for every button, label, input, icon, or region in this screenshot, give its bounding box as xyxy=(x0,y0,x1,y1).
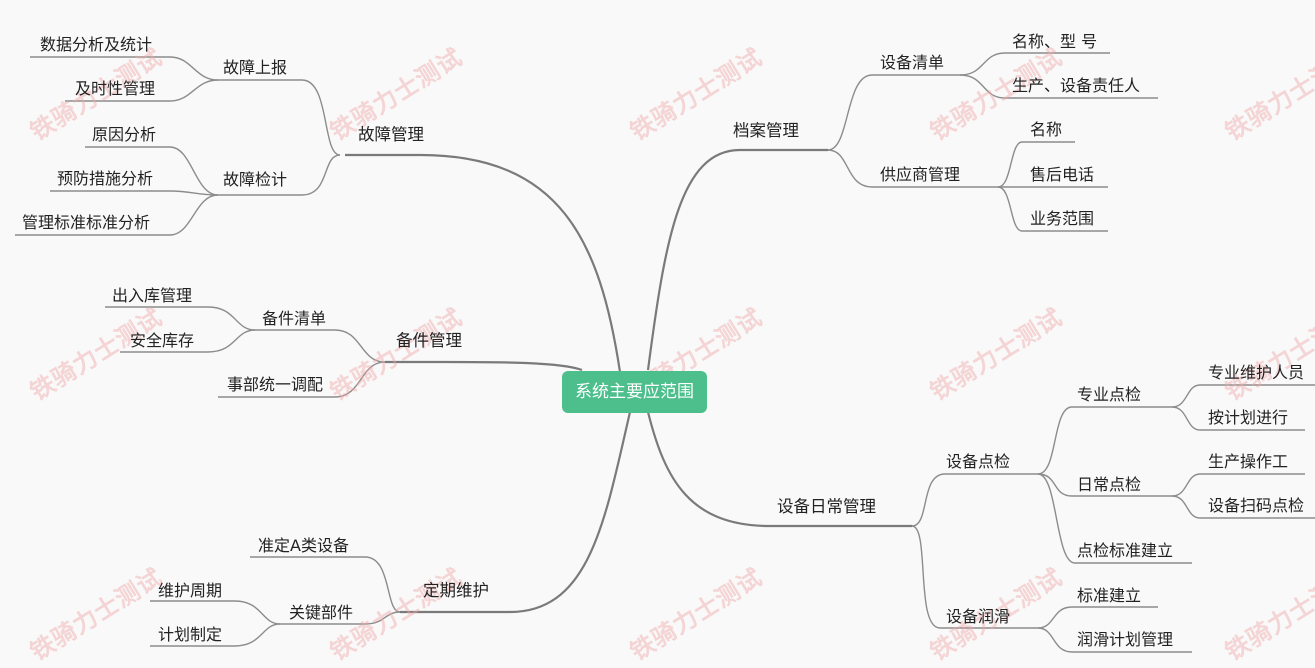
node-inspection-standard[interactable]: 点检标准建立 xyxy=(1077,541,1174,560)
node-timeliness[interactable]: 及时性管理 xyxy=(75,79,156,98)
node-maintenance-staff[interactable]: 专业维护人员 xyxy=(1208,363,1305,382)
node-periodic-maintenance[interactable]: 定期维护 xyxy=(423,581,489,600)
node-daily-inspection[interactable]: 日常点检 xyxy=(1077,475,1142,494)
node-supplier-management[interactable]: 供应商管理 xyxy=(880,165,961,184)
node-lubrication-plan[interactable]: 润滑计划管理 xyxy=(1077,630,1174,649)
node-archive-management[interactable]: 档案管理 xyxy=(733,121,799,140)
node-supplier-name[interactable]: 名称 xyxy=(1030,120,1063,139)
node-equipment-inspection[interactable]: 设备点检 xyxy=(946,452,1011,471)
node-equipment-list[interactable]: 设备清单 xyxy=(880,53,945,72)
node-standard-setup[interactable]: 标准建立 xyxy=(1077,586,1142,605)
node-professional-inspection[interactable]: 专业点检 xyxy=(1077,385,1142,404)
node-prevention-analysis[interactable]: 预防措施分析 xyxy=(57,169,154,188)
node-unified-dispatch[interactable]: 事部统一调配 xyxy=(227,375,324,394)
node-data-analysis[interactable]: 数据分析及统计 xyxy=(40,35,153,54)
node-key-parts[interactable]: 关键部件 xyxy=(289,603,354,622)
node-spare-parts[interactable]: 备件管理 xyxy=(396,331,462,350)
node-class-a-equipment[interactable]: 准定A类设备 xyxy=(258,536,349,555)
node-in-out-stock[interactable]: 出入库管理 xyxy=(112,286,193,305)
root-node[interactable]: 系统主要应范围 xyxy=(562,371,707,413)
node-daily-management[interactable]: 设备日常管理 xyxy=(777,497,876,516)
node-safety-stock[interactable]: 安全库存 xyxy=(130,331,195,350)
node-responsible-person[interactable]: 生产、设备责任人 xyxy=(1012,76,1141,95)
node-maintenance-cycle[interactable]: 维护周期 xyxy=(158,581,223,600)
node-fault-management[interactable]: 故障管理 xyxy=(358,125,424,144)
node-fault-report[interactable]: 故障上报 xyxy=(223,58,288,77)
connector-lines xyxy=(15,52,1315,653)
node-by-plan[interactable]: 按计划进行 xyxy=(1208,408,1289,427)
node-cause-analysis[interactable]: 原因分析 xyxy=(92,125,157,144)
node-business-scope[interactable]: 业务范围 xyxy=(1030,209,1095,228)
node-name-model[interactable]: 名称、型 号 xyxy=(1012,32,1098,51)
node-after-sales-phone[interactable]: 售后电话 xyxy=(1030,165,1095,184)
node-spare-list[interactable]: 备件清单 xyxy=(262,309,327,328)
node-lubrication[interactable]: 设备润滑 xyxy=(946,607,1011,626)
node-fault-review[interactable]: 故障检计 xyxy=(223,170,288,189)
node-operator[interactable]: 生产操作工 xyxy=(1208,452,1289,471)
node-plan-making[interactable]: 计划制定 xyxy=(158,625,223,644)
node-qr-inspection[interactable]: 设备扫码点检 xyxy=(1208,496,1305,515)
node-standard-analysis[interactable]: 管理标准标准分析 xyxy=(22,213,151,232)
